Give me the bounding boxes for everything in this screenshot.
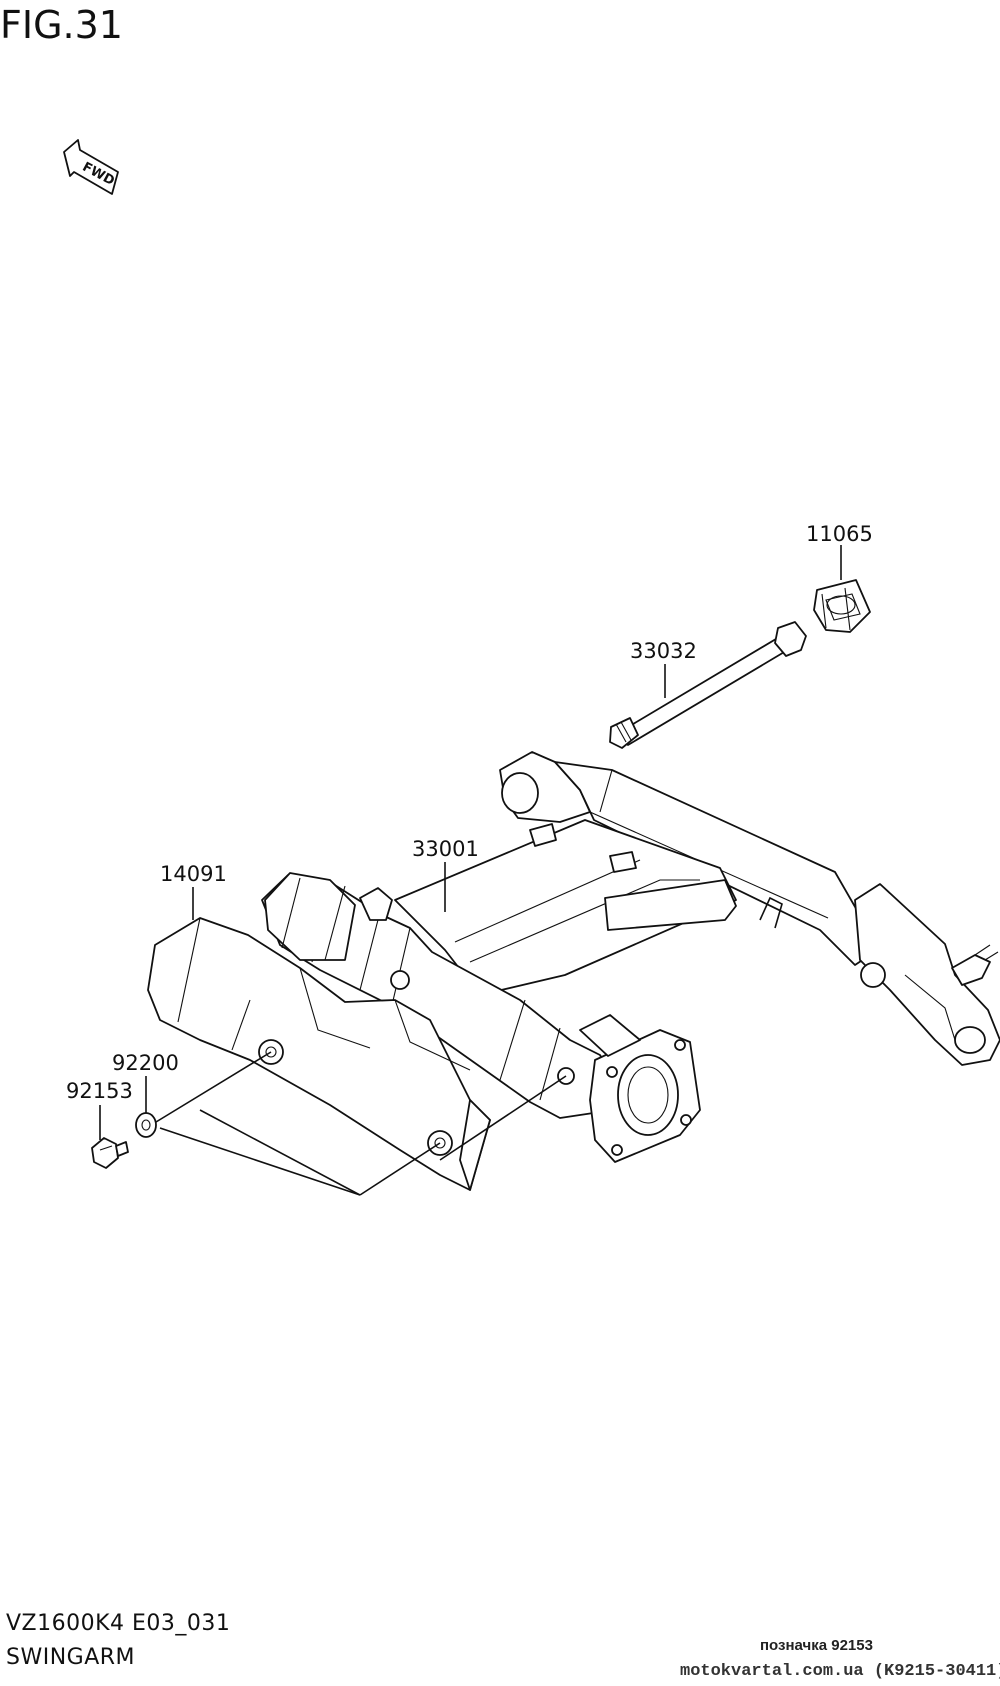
- part-mark: позначка 92153: [760, 1637, 873, 1654]
- part-label-33001: 33001: [412, 837, 479, 861]
- part-11065-nut: [813, 579, 871, 633]
- part-label-11065: 11065: [806, 522, 873, 546]
- part-33001-swingarm: [261, 751, 1000, 1163]
- figure-title: FIG.31: [0, 3, 123, 47]
- fwd-arrow-icon: FWD: [63, 139, 119, 195]
- section-name: SWINGARM: [6, 1645, 135, 1670]
- part-33032-pivot-shaft: [609, 621, 807, 749]
- part-14091-cover: [147, 917, 491, 1191]
- part-label-33032: 33032: [630, 639, 697, 663]
- part-label-92200: 92200: [112, 1051, 179, 1075]
- watermark: motokvartal.com.ua (K9215-30411): [680, 1662, 1000, 1681]
- part-label-92153: 92153: [66, 1079, 133, 1103]
- part-92200-washer: [135, 1112, 157, 1138]
- part-92153-bolt: [91, 1137, 129, 1169]
- assembly-leaders: [155, 1051, 567, 1196]
- part-label-14091: 14091: [160, 862, 227, 886]
- model-code: VZ1600K4 E03_031: [6, 1611, 230, 1636]
